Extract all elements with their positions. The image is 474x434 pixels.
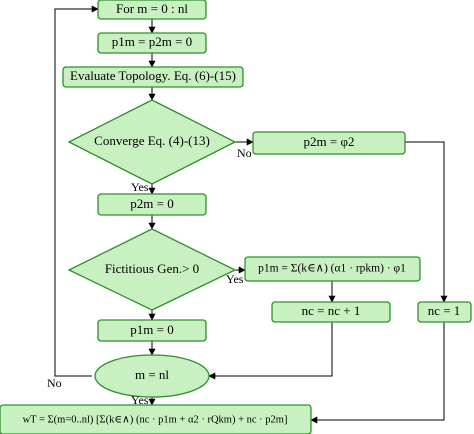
label-init-p: p1m = p2m = 0 <box>112 34 192 49</box>
edge-nc-one-to-total <box>310 322 445 424</box>
label-loop-end: m = nl <box>135 367 169 382</box>
edge-label-yes-loop: Yes <box>131 393 149 407</box>
node-set-p1-zero <box>97 319 207 342</box>
label-converge: Converge Eq. (4)-(13) <box>94 133 210 148</box>
node-set-p1-sum <box>244 256 421 282</box>
edge-label-yes-fictitious: Yes <box>226 272 244 286</box>
label-fictitious: Fictitious Gen.> 0 <box>105 261 199 276</box>
label-set-p1-zero: p1m = 0 <box>130 322 173 337</box>
edge-label-yes-converge: Yes <box>131 180 149 194</box>
node-converge <box>67 99 237 185</box>
edge-label-no-loop: No <box>47 376 62 390</box>
node-loop-start <box>97 0 207 20</box>
edge-labels: No Yes Yes No Yes <box>47 146 252 407</box>
node-evaluate <box>62 66 244 88</box>
label-set-p2-zero: p2m = 0 <box>130 196 173 211</box>
label-set-p1-sum: p1m = Σ(k∈∧) (α1 · rpkm) · φ1 <box>258 263 406 275</box>
label-evaluate: Evaluate Topology. Eq. (6)-(15) <box>70 68 236 83</box>
node-loop-end <box>94 354 210 398</box>
node-init-p <box>97 32 207 54</box>
edges <box>54 5 448 424</box>
edge-phi-to-nc-one <box>405 141 448 303</box>
label-loop-start: For m = 0 : nl <box>116 1 188 16</box>
edge-label-no-converge: No <box>237 146 252 160</box>
label-total: wT = Σ(m=0..nl) [Σ(k∈∧) (nc · p1m + α2 ·… <box>23 414 288 425</box>
node-set-p2-phi <box>252 131 406 155</box>
node-set-p2-zero <box>97 193 207 216</box>
label-nc-inc: nc = nc + 1 <box>302 303 361 318</box>
node-total <box>0 404 312 434</box>
node-labels: For m = 0 : nl p1m = p2m = 0 Evaluate To… <box>23 1 461 425</box>
edge-nc-to-merge <box>208 322 333 380</box>
label-set-p2-phi: p2m = φ2 <box>304 134 355 149</box>
node-fictitious <box>67 228 237 311</box>
edge-loop-no <box>54 5 99 377</box>
node-nc-inc <box>271 301 391 323</box>
node-nc-one <box>417 301 472 323</box>
label-nc-one: nc = 1 <box>428 303 461 318</box>
